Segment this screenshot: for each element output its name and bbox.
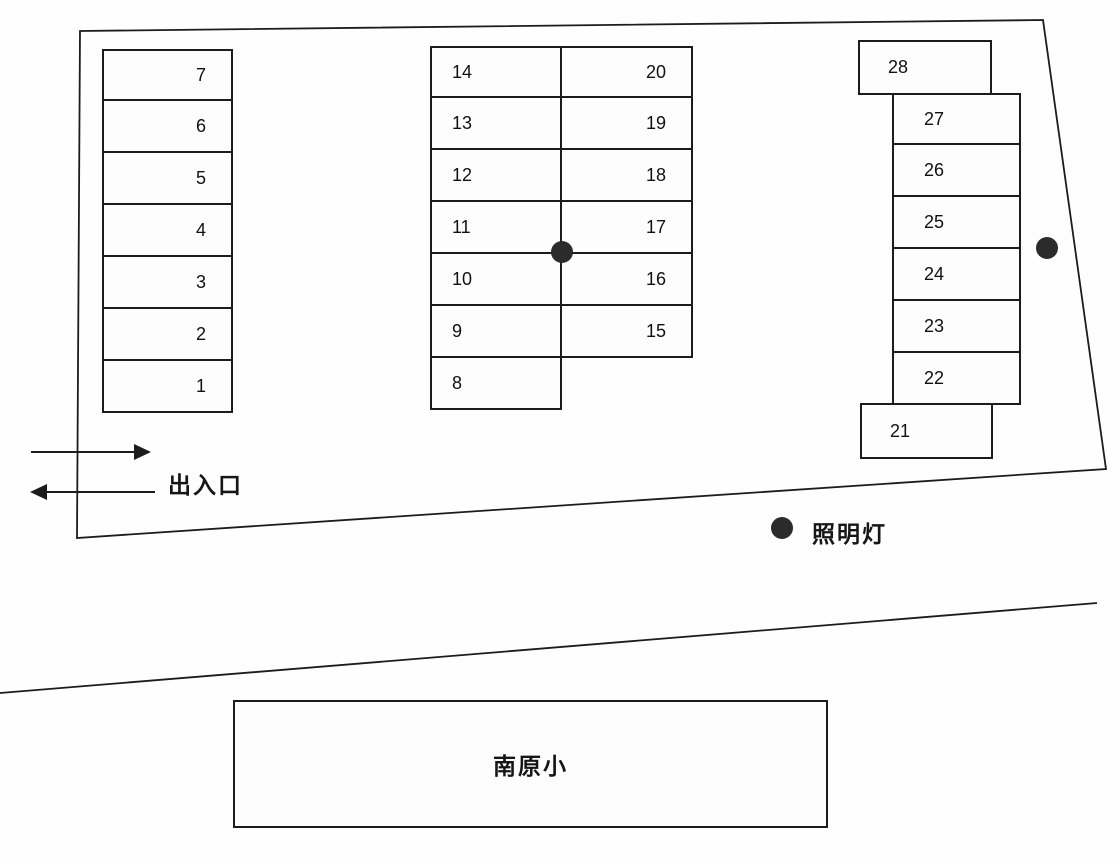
parking-space-19: 19 [560, 98, 693, 150]
parking-space-23: 23 [892, 301, 1021, 353]
parking-space-26: 26 [892, 145, 1021, 197]
parking-space-13: 13 [430, 98, 562, 150]
parking-space-16: 16 [560, 254, 693, 306]
parking-space-20: 20 [560, 46, 693, 98]
entrance-arrow-out-icon [30, 484, 155, 500]
lamp-legend-label: 照明灯 [812, 521, 887, 547]
parking-block-left: 7 6 5 4 3 2 1 [102, 49, 233, 413]
parking-space-1: 1 [102, 361, 233, 413]
parking-space-14: 14 [430, 46, 562, 98]
parking-space-24: 24 [892, 249, 1021, 301]
entrance-label: 出入口 [168, 472, 243, 498]
parking-space-11: 11 [430, 202, 562, 254]
school-label: 南原小 [493, 753, 568, 779]
school-building: 南原小 [233, 700, 828, 828]
parking-space-6: 6 [102, 101, 233, 153]
parking-space-10: 10 [430, 254, 562, 306]
parking-space-18: 18 [560, 150, 693, 202]
parking-space-15: 15 [560, 306, 693, 358]
parking-space-4: 4 [102, 205, 233, 257]
lamp-icon-right [1036, 237, 1058, 259]
road-edge-line [0, 602, 1098, 694]
parking-space-2: 2 [102, 309, 233, 361]
lamp-icon-middle [551, 241, 573, 263]
parking-block-middle-right: 20 19 18 17 16 15 [560, 46, 693, 358]
parking-space-17: 17 [560, 202, 693, 254]
parking-space-7: 7 [102, 49, 233, 101]
parking-block-right: 27 26 25 24 23 22 [892, 93, 1021, 405]
parking-space-27: 27 [892, 93, 1021, 145]
parking-space-3: 3 [102, 257, 233, 309]
parking-space-21: 21 [860, 403, 993, 459]
entrance-arrow-in-icon [31, 444, 151, 460]
lamp-legend-icon [771, 517, 793, 539]
parking-space-5: 5 [102, 153, 233, 205]
parking-block-middle-left: 14 13 12 11 10 9 8 [430, 46, 562, 410]
parking-space-25: 25 [892, 197, 1021, 249]
parking-space-22: 22 [892, 353, 1021, 405]
parking-space-8: 8 [430, 358, 562, 410]
parking-space-28: 28 [858, 40, 992, 95]
parking-space-12: 12 [430, 150, 562, 202]
parking-space-9: 9 [430, 306, 562, 358]
